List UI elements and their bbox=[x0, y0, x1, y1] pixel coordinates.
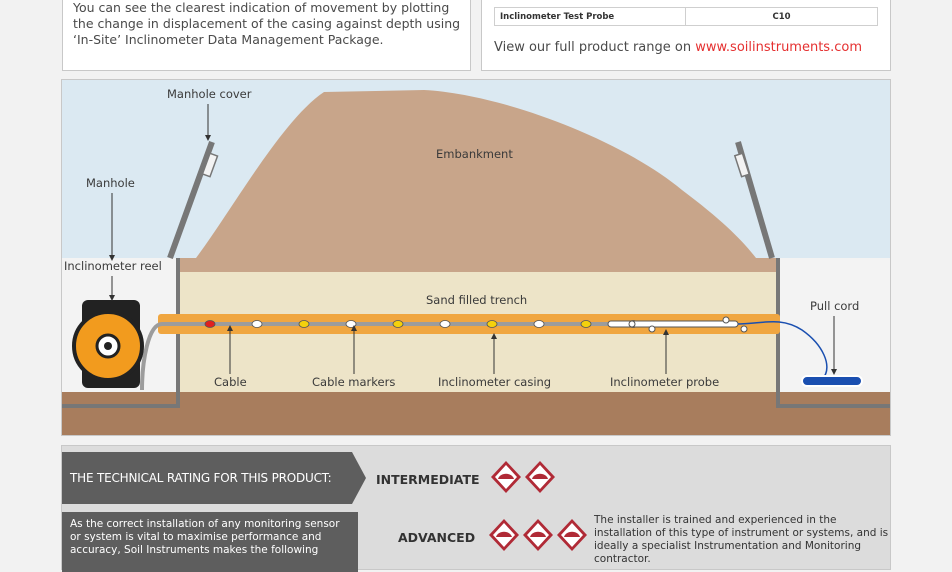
cable-marker bbox=[580, 320, 592, 328]
advanced-icons bbox=[488, 518, 592, 556]
rating-diamond-icon bbox=[491, 461, 521, 493]
website-link[interactable]: www.soilinstruments.com bbox=[695, 40, 862, 55]
label-cable-markers: Cable markers bbox=[312, 375, 395, 389]
label-inclinometer-reel: Inclinometer reel bbox=[64, 259, 162, 273]
rating-diamond-icon bbox=[489, 519, 519, 551]
installation-diagram: Manhole cover Embankment Manhole Inclino… bbox=[61, 79, 891, 436]
product-range-line: View our full product range on www.soili… bbox=[494, 40, 862, 55]
rating-header: THE TECHNICAL RATING FOR THIS PRODUCT: bbox=[62, 452, 352, 504]
cable-marker bbox=[345, 320, 357, 328]
level-intermediate: INTERMEDIATE bbox=[376, 472, 480, 487]
pull-cord-coil bbox=[801, 375, 863, 387]
label-manhole-cover: Manhole cover bbox=[167, 87, 252, 101]
cover-hinge-left bbox=[201, 152, 219, 178]
embankment-shape bbox=[196, 90, 756, 258]
intermediate-icons bbox=[490, 460, 560, 498]
rating-diamond-icon bbox=[523, 519, 553, 551]
label-inclinometer-casing: Inclinometer casing bbox=[438, 375, 551, 389]
manhole-cover-left bbox=[167, 140, 215, 260]
cable-marker bbox=[298, 320, 310, 328]
range-prefix: View our full product range on bbox=[494, 40, 696, 55]
cable-marker bbox=[533, 320, 545, 328]
label-pull-cord: Pull cord bbox=[810, 299, 859, 313]
technical-rating-panel: THE TECHNICAL RATING FOR THIS PRODUCT: A… bbox=[61, 445, 891, 572]
ground-layer bbox=[62, 392, 890, 435]
trench-fill bbox=[178, 258, 778, 272]
label-embankment: Embankment bbox=[436, 147, 513, 161]
product-code: C10 bbox=[772, 11, 791, 22]
rating-header-arrow bbox=[352, 452, 366, 504]
product-panel: Inclinometer Test Probe C10 View our ful… bbox=[481, 0, 891, 71]
intro-panel: You can see the clearest indication of m… bbox=[62, 0, 471, 71]
label-manhole: Manhole bbox=[86, 176, 135, 190]
cable-markers-group bbox=[204, 320, 639, 328]
cable-marker bbox=[204, 320, 216, 328]
manhole-right-wall bbox=[776, 258, 890, 408]
rating-diamond-icon bbox=[525, 461, 555, 493]
pull-cord-line bbox=[737, 320, 828, 381]
label-sand-filled-trench: Sand filled trench bbox=[426, 293, 527, 307]
manhole-left-wall bbox=[62, 258, 180, 408]
product-name: Inclinometer Test Probe bbox=[495, 8, 686, 25]
rating-body-text: As the correct installation of any monit… bbox=[62, 512, 358, 572]
cable-marker bbox=[392, 320, 404, 328]
cable-marker bbox=[251, 320, 263, 328]
intro-text: You can see the clearest indication of m… bbox=[73, 0, 461, 47]
label-cable: Cable bbox=[214, 375, 247, 389]
label-inclinometer-probe: Inclinometer probe bbox=[610, 375, 719, 389]
rating-diamond-icon bbox=[557, 519, 587, 551]
cable-marker bbox=[439, 320, 451, 328]
level-advanced: ADVANCED bbox=[398, 530, 476, 545]
inclinometer-reel-shape bbox=[72, 300, 144, 388]
advanced-description: The installer is trained and experienced… bbox=[594, 514, 889, 565]
cable-marker bbox=[486, 320, 498, 328]
cover-hinge-right bbox=[733, 152, 751, 178]
product-table: Inclinometer Test Probe C10 bbox=[494, 7, 878, 26]
cable-line bbox=[140, 322, 622, 391]
